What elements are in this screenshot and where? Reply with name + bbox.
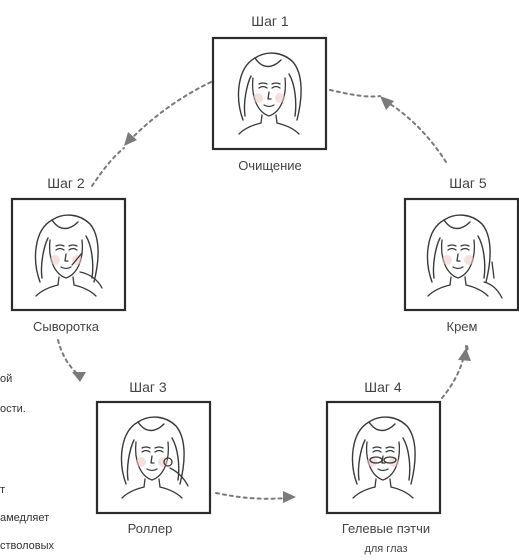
step-5-hand xyxy=(483,281,503,299)
side-text-fragment-2: ости. xyxy=(0,403,26,415)
step-3: Шаг 3 Роллер xyxy=(95,379,212,536)
eye-patch-right-icon xyxy=(383,456,397,464)
cream-tube-icon xyxy=(491,261,495,279)
step-3-name: Роллер xyxy=(128,521,173,536)
step-4-name-line2: для глаз xyxy=(364,543,407,555)
step-2-name: Сыворотка xyxy=(33,319,100,334)
arrow-step2-link xyxy=(91,147,125,187)
eye-patch-left-icon xyxy=(369,456,383,464)
step-2-frame xyxy=(10,197,127,312)
step-2-number: Шаг 2 xyxy=(47,175,85,191)
arrow-step1-link xyxy=(329,89,381,98)
arrowhead-step3 xyxy=(72,372,86,382)
step-1-number: Шаг 1 xyxy=(251,13,289,29)
step-2-hand xyxy=(79,271,103,289)
side-text-fragment-4: амедляет xyxy=(0,512,50,524)
step-3-frame xyxy=(95,400,212,515)
arrow-step2-to-step3 xyxy=(57,339,81,377)
arrowhead-step5 xyxy=(458,348,471,361)
step-5-name: Крем xyxy=(447,319,478,334)
step-5: Шаг 5 Крем xyxy=(403,175,519,334)
step-3-hand xyxy=(169,467,189,487)
side-text-fragment-1: ой xyxy=(0,373,13,385)
side-text-fragment-5: стволовых xyxy=(0,540,55,552)
step-5-number: Шаг 5 xyxy=(449,175,487,191)
serum-pipette-icon xyxy=(71,252,83,266)
step-4-frame xyxy=(325,400,442,515)
step-1-name: Очищение xyxy=(238,158,302,173)
cycle-arrows xyxy=(57,81,471,503)
arrow-step4-to-step5 xyxy=(441,355,465,399)
arrowhead-step4 xyxy=(283,491,296,503)
step-1: Шаг 1 Очищение xyxy=(211,13,328,173)
arrow-step5-to-step1 xyxy=(389,103,447,163)
step-2: Шаг 2 Сыворотка xyxy=(10,175,127,334)
arrow-step3-to-step4 xyxy=(215,492,287,500)
step-1-frame xyxy=(211,36,328,151)
roller-icon xyxy=(163,457,173,467)
step-4: Шаг 4 Гелевые пэтчи для глаз xyxy=(325,379,442,555)
arrowhead-step2 xyxy=(124,132,137,146)
arrow-step1-to-step2 xyxy=(131,81,212,139)
step-4-name: Гелевые пэтчи xyxy=(342,521,430,536)
step-4-number: Шаг 4 xyxy=(364,379,402,395)
arrowhead-step1 xyxy=(380,96,394,110)
arrow-step5-link xyxy=(465,345,469,353)
step-5-frame xyxy=(403,197,519,312)
side-text-fragment-3: т xyxy=(0,484,6,496)
step-3-number: Шаг 3 xyxy=(129,379,167,395)
